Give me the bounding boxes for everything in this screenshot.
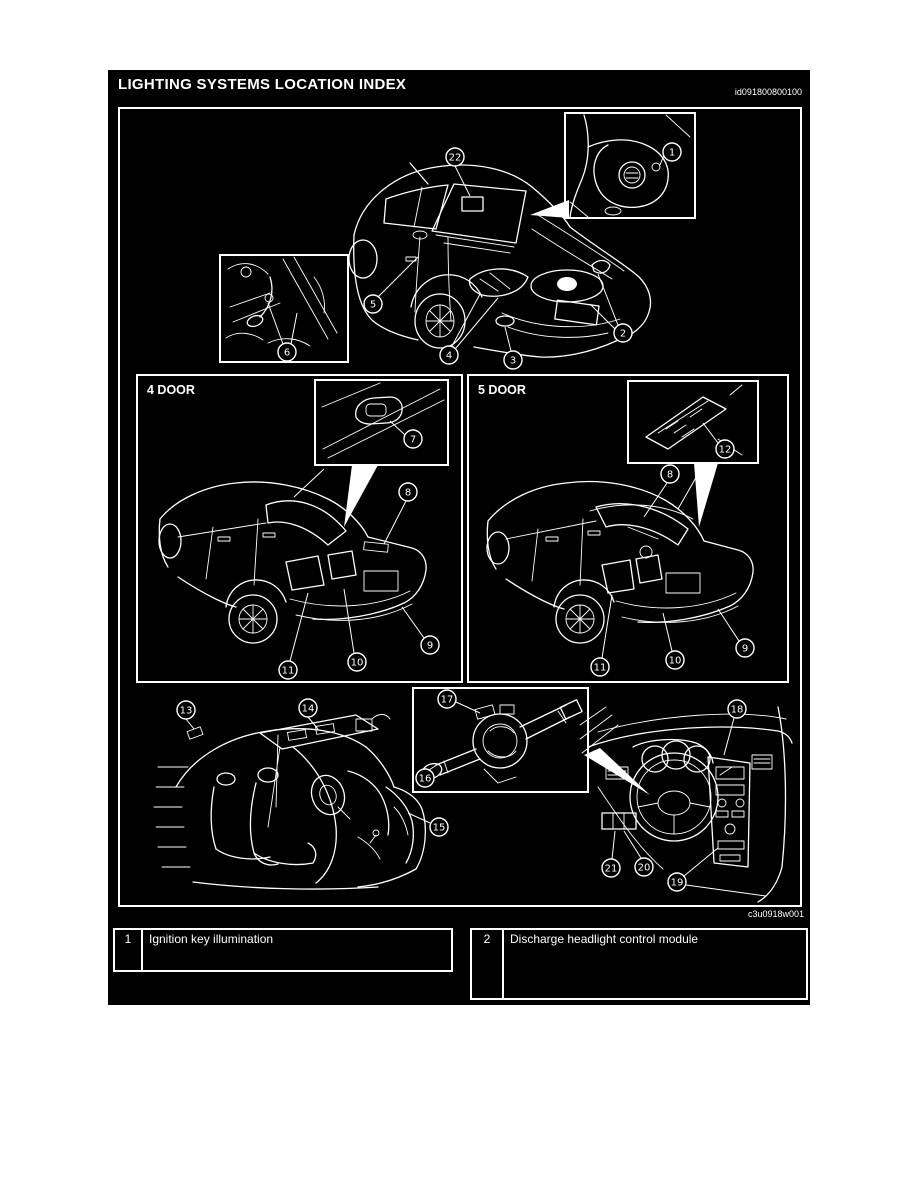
trunk-lamp-target	[186, 726, 204, 740]
callout-22: 22	[445, 147, 465, 167]
interior-side-view	[153, 726, 427, 890]
four-door-section: 4 DOOR	[136, 374, 463, 683]
svg-text:22: 22	[449, 153, 462, 164]
callout-13: 13	[176, 700, 196, 720]
svg-text:7: 7	[410, 435, 416, 446]
inset-box	[564, 112, 696, 219]
fog-lamp-target	[495, 315, 515, 327]
callout-8-4door: 8	[398, 482, 418, 502]
callout-14: 14	[298, 698, 318, 718]
svg-text:13: 13	[180, 706, 193, 717]
callout-18: 18	[727, 699, 747, 719]
overhead-console	[259, 714, 391, 750]
inset-box	[412, 687, 589, 793]
callout-4: 4	[439, 345, 459, 365]
svg-text:5: 5	[370, 300, 376, 311]
five-door-section: 5 DOOR	[467, 374, 789, 683]
callout-6: 6	[277, 342, 297, 362]
diagram-panel: LIGHTING SYSTEMS LOCATION INDEX id091800…	[108, 70, 810, 1005]
callout-15: 15	[429, 817, 449, 837]
svg-text:18: 18	[731, 705, 744, 716]
svg-text:16: 16	[419, 774, 432, 785]
four-door-box	[136, 374, 463, 683]
svg-text:8: 8	[405, 488, 411, 499]
inset-box	[219, 254, 349, 363]
under-dash-inset	[219, 254, 349, 363]
callout-2: 2	[613, 323, 633, 343]
svg-text:17: 17	[441, 695, 454, 706]
wiper-stalk-end	[559, 699, 583, 720]
doc-id: id091800800100	[734, 87, 802, 97]
dome-light-inset	[314, 379, 449, 466]
callout-7: 7	[403, 429, 423, 449]
svg-text:20: 20	[638, 863, 651, 874]
center-display-target	[715, 766, 745, 780]
callout-12: 12	[715, 439, 735, 459]
inset-pointer-wedge	[584, 748, 650, 795]
callout-1: 1	[662, 142, 682, 162]
svg-text:4: 4	[446, 351, 452, 362]
svg-text:19: 19	[671, 878, 684, 889]
svg-text:9: 9	[427, 641, 433, 652]
sedan-front-view	[348, 162, 652, 358]
svg-text:15: 15	[433, 823, 446, 834]
glove-box-target	[385, 786, 414, 864]
svg-text:2: 2	[620, 329, 626, 340]
inset-pointer-wedge	[694, 463, 718, 527]
legend-number-2: 2	[472, 930, 504, 998]
svg-text:3: 3	[510, 356, 516, 367]
four-door-label: 4 DOOR	[147, 383, 195, 397]
switch-bank-target	[601, 812, 637, 830]
legend-number-1: 1	[115, 930, 143, 970]
callout-16: 16	[415, 768, 435, 788]
five-door-label: 5 DOOR	[478, 383, 526, 397]
legend-row-1: 1 Ignition key illumination	[113, 928, 453, 972]
dashboard-view	[579, 706, 793, 903]
callout-8-5door: 8	[660, 464, 680, 484]
callout-9-5door: 9	[735, 638, 755, 658]
inset-box	[314, 379, 449, 466]
svg-text:14: 14	[302, 704, 315, 715]
svg-text:21: 21	[605, 864, 618, 875]
callout-11-4door: 11	[278, 660, 298, 680]
callout-11-5door: 11	[590, 657, 610, 677]
callout-10-4door: 10	[347, 652, 367, 672]
figure-frame	[118, 107, 802, 907]
ignition-illumination-target	[651, 162, 661, 172]
svg-text:6: 6	[284, 348, 290, 359]
sedan-rear-view	[158, 481, 427, 644]
legend-description-2: Discharge headlight control module	[510, 932, 699, 946]
legend-row-2: 2 Discharge headlight control module	[470, 928, 808, 1000]
svg-text:8: 8	[667, 470, 673, 481]
combination-switch-inset: 17 16	[412, 687, 589, 793]
ignition-key-inset	[564, 112, 696, 219]
svg-text:10: 10	[351, 658, 364, 669]
callout-21: 21	[601, 858, 621, 878]
callout-3: 3	[503, 350, 523, 370]
page-title: LIGHTING SYSTEMS LOCATION INDEX	[118, 76, 407, 93]
svg-text:10: 10	[669, 656, 682, 667]
legend-description-1: Ignition key illumination	[149, 932, 274, 946]
svg-text:11: 11	[594, 663, 607, 674]
svg-text:11: 11	[282, 666, 295, 677]
license-lamp-inset	[627, 380, 759, 464]
inset-box	[627, 380, 759, 464]
inset-pointer-wedge	[530, 200, 569, 218]
svg-text:9: 9	[742, 644, 748, 655]
five-door-box	[467, 374, 789, 683]
inset-pointer-wedge	[344, 465, 378, 527]
callout-5: 5	[363, 294, 383, 314]
figure-code: c3u0918w001	[747, 909, 804, 919]
callout-9-4door: 9	[420, 635, 440, 655]
callout-20: 20	[634, 857, 654, 877]
callout-17: 17	[437, 689, 457, 709]
svg-text:1: 1	[669, 148, 675, 159]
callout-19: 19	[667, 872, 687, 892]
location-index-diagram: 22 1 2 3 4 5 6 4 DOOR	[118, 107, 802, 907]
map-lamp-target	[461, 196, 484, 212]
svg-text:12: 12	[719, 445, 732, 456]
callout-10-5door: 10	[665, 650, 685, 670]
hatch-rear-view	[486, 480, 754, 644]
